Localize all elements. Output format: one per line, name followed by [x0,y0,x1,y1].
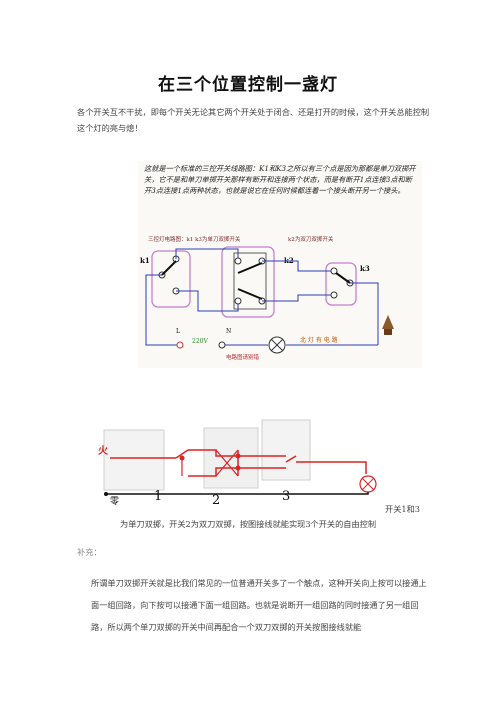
caption-line: 为单刀双掷，开关2为双刀双掷，按图接线就能实现3个开关的自由控制 [120,519,377,529]
switch-2-number: 2 [212,493,220,508]
live-L-label: L [176,328,180,335]
k3-label: k3 [360,264,370,273]
supplement-paragraph: 所谓单刀双掷开关就是比我们常见的一位普通开关多了一个触点，这种开关向上按可以接通… [91,578,427,632]
neutral-N-label: N [226,328,231,335]
diagram-right-label: 北 灯 有 电 路 [300,336,338,344]
diagram-header-right: k2为双刀双掷开关 [288,235,334,243]
diagram-note: 这就是一个标准的三控开关线路图：K1和K3之所以有三个点是因为那都是单刀双掷开关… [144,164,416,195]
neutral-label: 零 [110,496,119,507]
switch-schematic: 火 零 1 2 3 [98,419,377,508]
voltage-label: 220V [192,338,208,345]
intro-paragraph: 各个开关互不干扰，即每个开关无论其它两个开关处于闭合、还是打开的时候，这个开关总… [77,107,430,133]
live-label: 火 [98,445,109,457]
diagram-bottom-label: 电路图请别错 [226,353,260,361]
page-title: 在三个位置控制一盏灯 [158,75,338,95]
switch-1-number: 1 [154,489,162,504]
supplement-heading: 补充： [77,547,102,557]
three-way-wiring-diagram: 这就是一个标准的三控开关线路图：K1和K3之所以有三个点是因为那都是单刀双掷开关… [138,161,422,368]
switch-3-number: 3 [282,489,290,504]
diagram-header-left: 三控灯电路图：k1 k3为单刀双掷开关 [148,235,241,243]
k1-label: k1 [140,256,150,265]
caption-right: 开关1和3 [385,504,420,514]
